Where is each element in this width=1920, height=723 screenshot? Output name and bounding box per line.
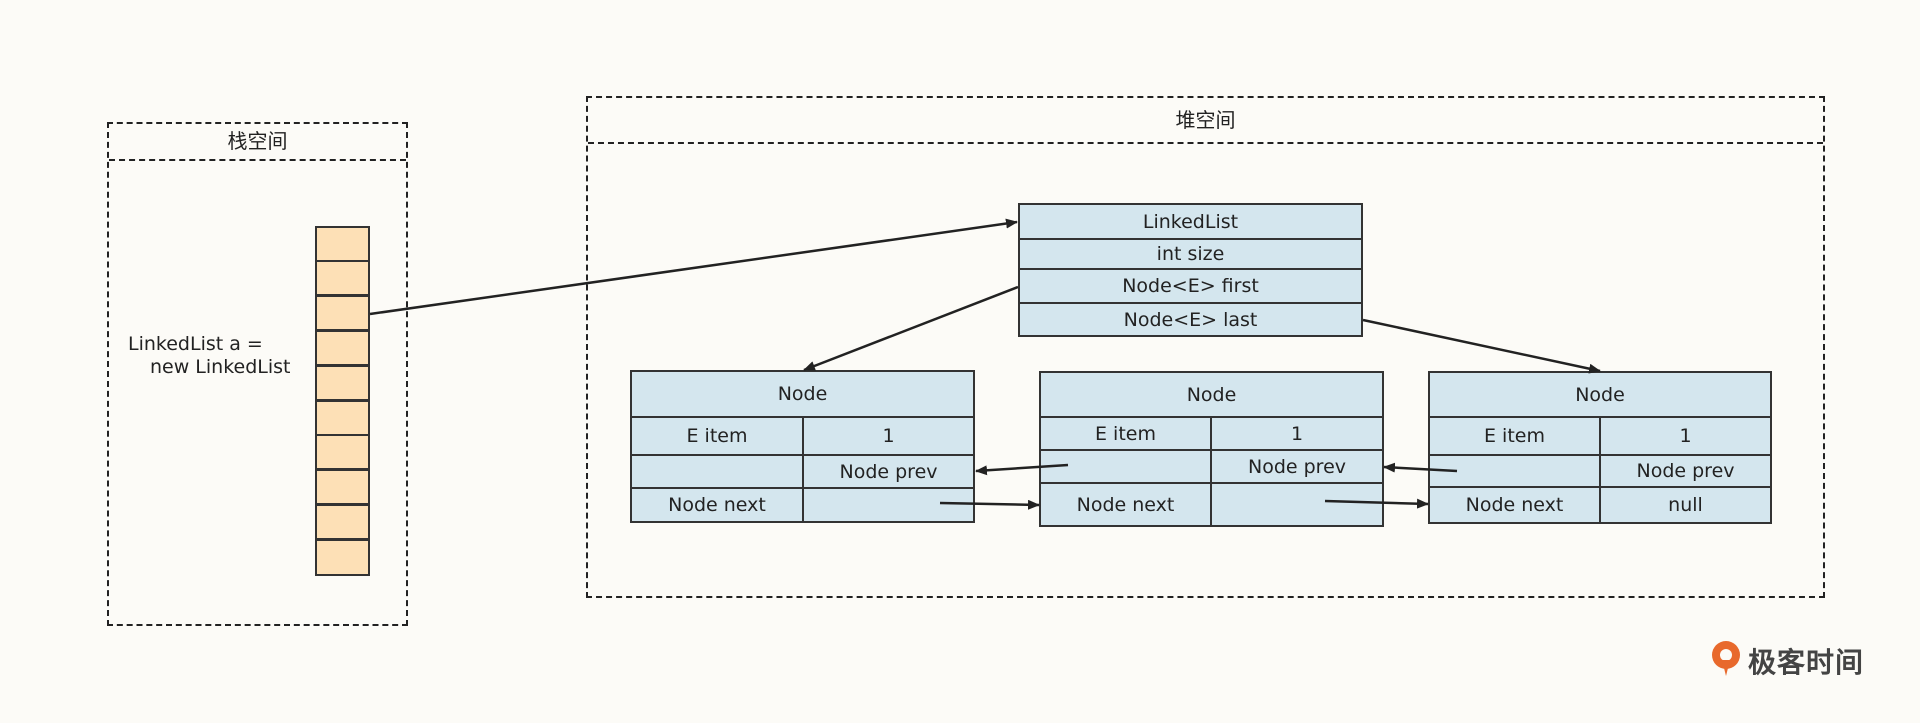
brand-logo-icon <box>1712 641 1740 676</box>
node2-prev-arrow <box>975 463 1069 476</box>
node-next-value <box>1210 482 1384 527</box>
node-next-value <box>802 487 975 523</box>
node2-next-arrow <box>1324 498 1429 509</box>
linkedlist-size-field: int size <box>1018 238 1363 270</box>
node-prev-label: Node prev <box>1599 454 1772 488</box>
node3-prev-arrow <box>1383 462 1458 473</box>
stack-slot <box>315 539 370 576</box>
node-next-label: Node next <box>630 487 804 523</box>
heap-space-title: 堆空间 <box>588 98 1823 144</box>
stack-slot <box>315 504 370 540</box>
linkedlist-last-field: Node<E> last <box>1018 302 1363 337</box>
stack-space-title: 栈空间 <box>109 124 406 161</box>
node1-next-arrow <box>939 499 1040 510</box>
node-prev-label: Node prev <box>1210 449 1384 484</box>
linkedlist-first-field: Node<E> first <box>1018 268 1363 304</box>
stack-to-linkedlist-arrow <box>369 218 1018 316</box>
stack-variable-line2: new LinkedList <box>150 356 291 378</box>
node-next-label: Node next <box>1039 482 1212 527</box>
node-item-label: E item <box>1428 416 1601 456</box>
last-pointer-arrow <box>1362 318 1601 374</box>
node-header: Node <box>1428 371 1772 418</box>
node-next-value: null <box>1599 486 1772 524</box>
brand-logo-text: 极客时间 <box>1748 646 1865 679</box>
node-next-label: Node next <box>1428 486 1601 524</box>
first-pointer-arrow <box>803 285 1019 372</box>
stack-space-frame: 栈空间 <box>107 122 408 626</box>
stack-variable-line1: LinkedList a = <box>128 333 263 355</box>
node-prev-empty <box>630 454 804 489</box>
stack-slot <box>315 365 370 401</box>
heap-space-frame: 堆空间 <box>586 96 1825 598</box>
